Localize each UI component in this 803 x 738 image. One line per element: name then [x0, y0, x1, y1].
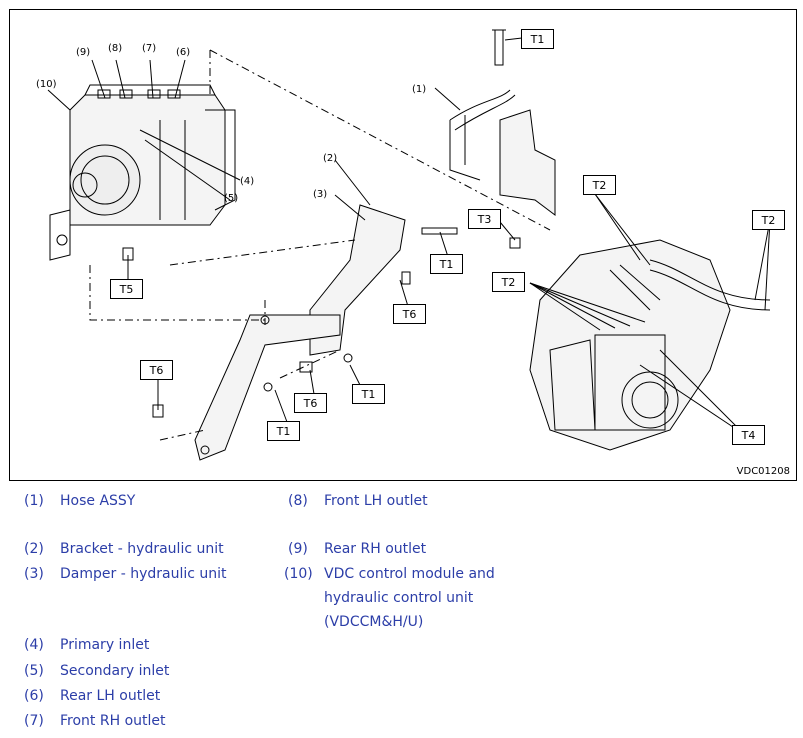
callout-8: (8): [108, 43, 123, 54]
legend-text: Rear RH outlet: [324, 541, 427, 557]
legend-text: Front LH outlet: [324, 493, 428, 509]
torque-label-t6-bracket: T6: [393, 304, 426, 324]
figure-code: VDC01208: [736, 466, 790, 477]
callout-3: (3): [313, 189, 328, 200]
callout-5: (5): [224, 193, 239, 204]
torque-label-t1-bottom: T1: [267, 421, 300, 441]
legend-text: Damper - hydraulic unit: [60, 566, 227, 582]
legend-number: (9): [288, 541, 308, 557]
legend-text: Secondary inlet: [60, 663, 170, 679]
installed-unit-drawing: [529, 239, 771, 451]
legend-text: Rear LH outlet: [60, 688, 161, 704]
hydraulic-unit-drawing: [49, 84, 236, 261]
torque-label-t2-right: T2: [752, 210, 785, 230]
torque-label-t2-top: T2: [583, 175, 616, 195]
legend-text: Primary inlet: [60, 637, 150, 653]
bracket-drawing: [194, 204, 406, 461]
torque-label-t3: T3: [468, 209, 501, 229]
legend-text: Bracket - hydraulic unit: [60, 541, 224, 557]
legend-number: (6): [24, 688, 44, 704]
legend-number: (7): [24, 713, 44, 729]
torque-label-t1-bracket: T1: [430, 254, 463, 274]
legend-text: Front RH outlet: [60, 713, 166, 729]
torque-label-t6-left: T6: [140, 360, 173, 380]
torque-label-t2-left: T2: [492, 272, 525, 292]
hose-assy-drawing: [449, 29, 556, 216]
legend-text-line-3: (VDCCM&H/U): [324, 614, 424, 630]
callout-1: (1): [412, 84, 427, 95]
callout-10: (10): [36, 79, 57, 90]
exploded-view-diagram: (9) (8) (7) (6) (10) (4) (5) (1) (2) (3)…: [9, 9, 797, 481]
diagram-artwork: [47, 29, 771, 461]
torque-label-t5: T5: [110, 279, 143, 299]
legend-number: (8): [288, 493, 308, 509]
callout-4: (4): [240, 176, 255, 187]
legend-number: (2): [24, 541, 44, 557]
torque-label-t4: T4: [732, 425, 765, 445]
torque-label-t6-bottom: T6: [294, 393, 327, 413]
callout-9: (9): [76, 47, 91, 58]
callout-6: (6): [176, 47, 191, 58]
legend-text-line-2: hydraulic control unit: [324, 590, 474, 606]
torque-label-t1-top: T1: [521, 29, 554, 49]
legend-text-line-1: VDC control module and: [324, 566, 495, 582]
legend-number: (1): [24, 493, 44, 509]
callout-2: (2): [323, 153, 338, 164]
legend-number: (3): [24, 566, 44, 582]
legend-text: Hose ASSY: [60, 493, 136, 509]
legend-number: (4): [24, 637, 44, 653]
legend-number: (10): [284, 566, 313, 582]
callout-7: (7): [142, 43, 157, 54]
torque-label-t1-right: T1: [352, 384, 385, 404]
legend-number: (5): [24, 663, 44, 679]
